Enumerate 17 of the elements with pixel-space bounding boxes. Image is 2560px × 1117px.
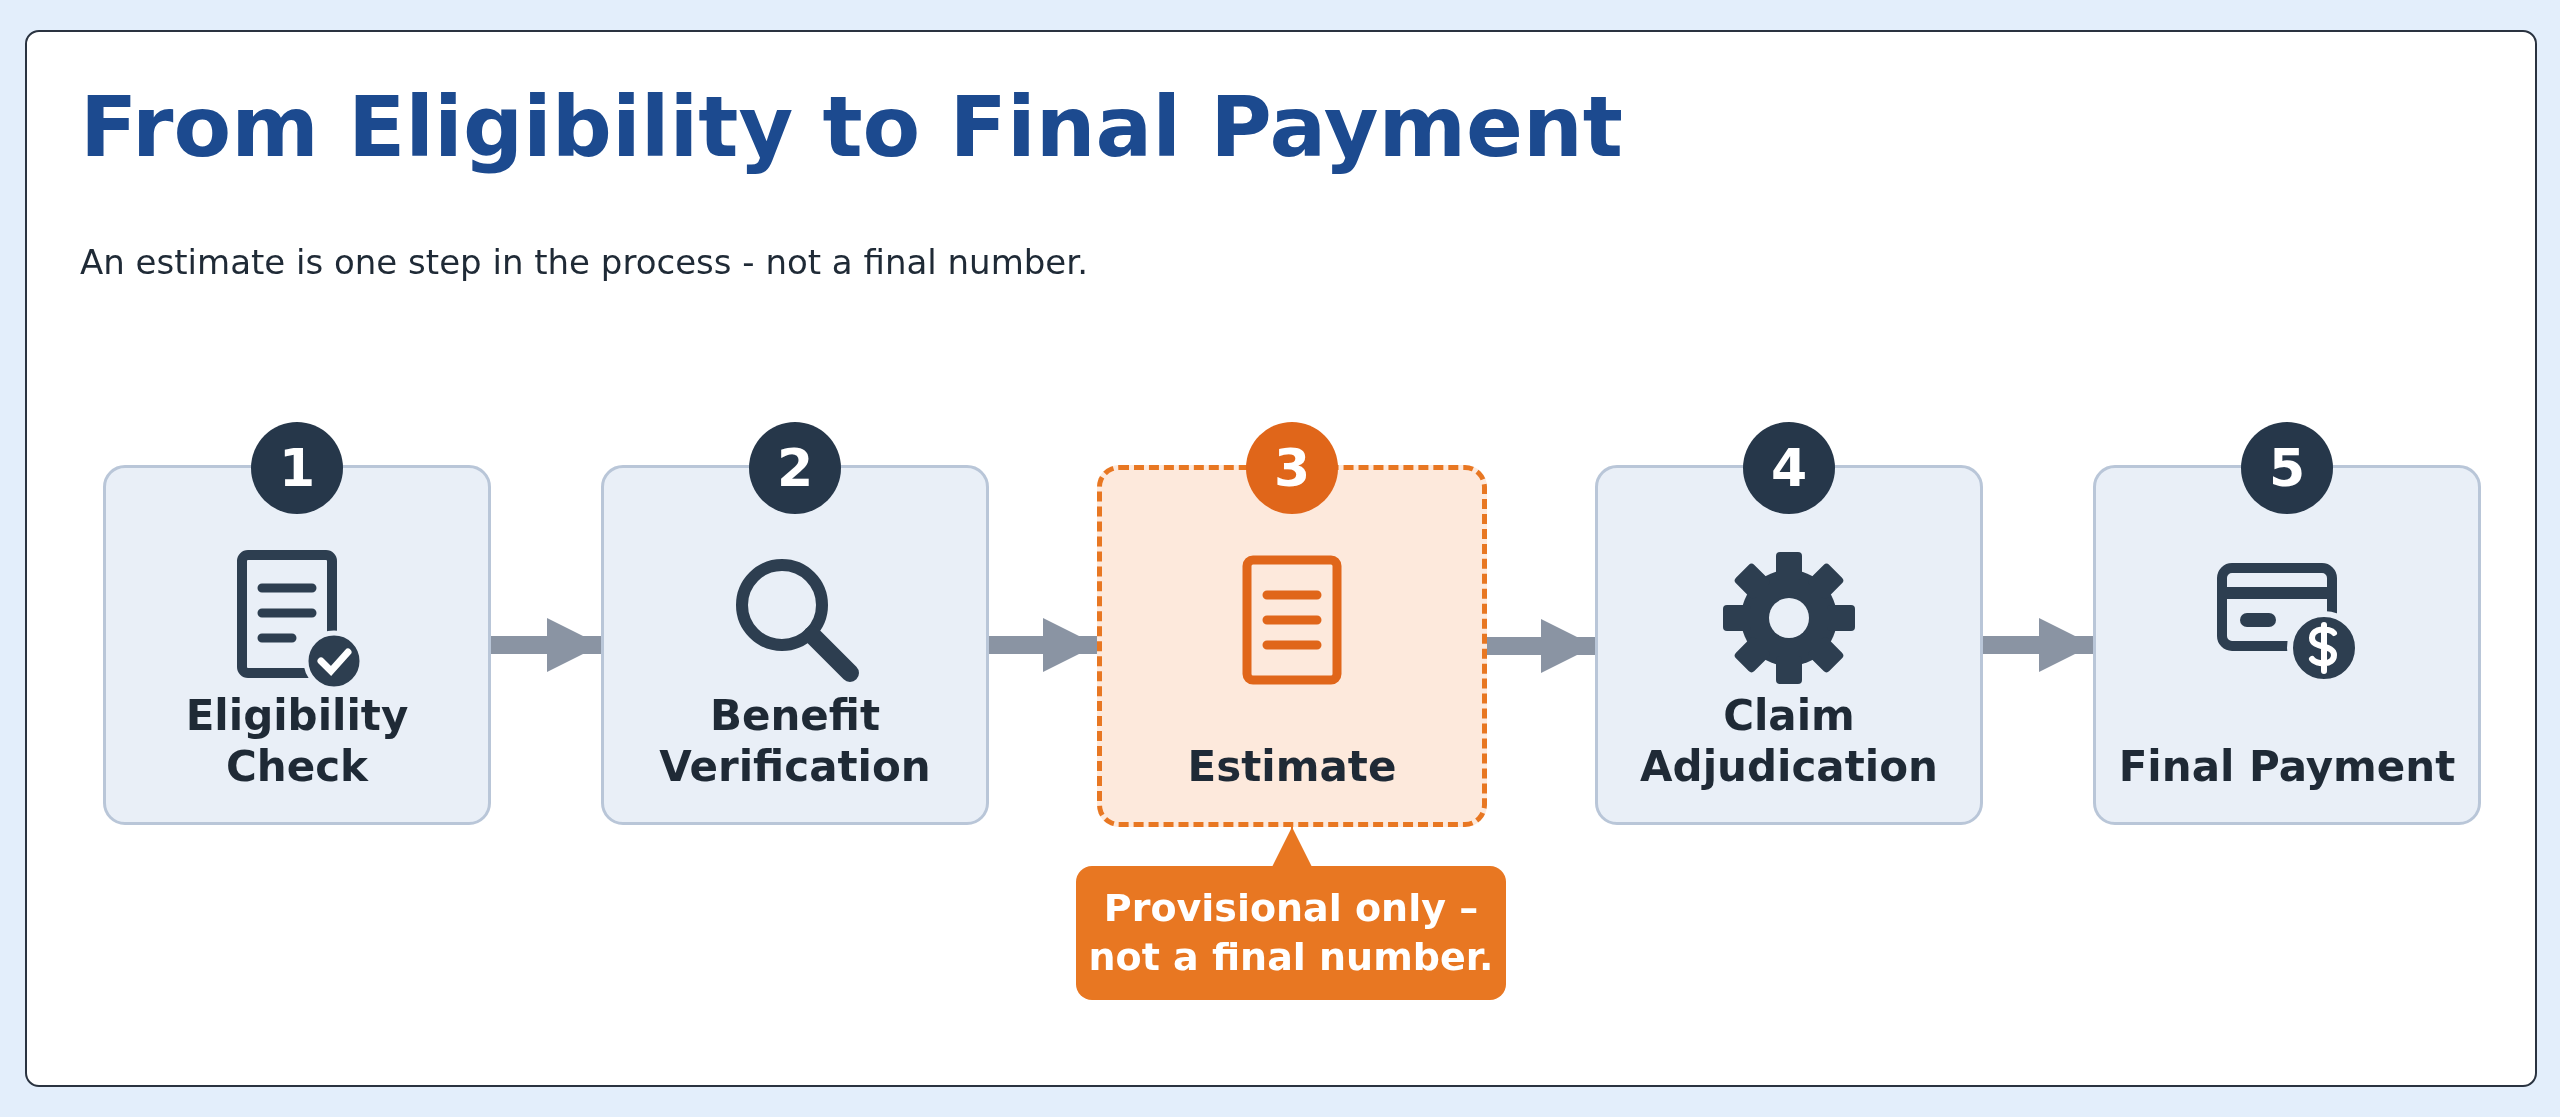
step-label: Claim Adjudication	[1639, 691, 1939, 792]
subtitle: An estimate is one step in the process - not a final number.	[80, 242, 1088, 282]
arrow	[491, 618, 601, 672]
arrow	[1487, 619, 1595, 673]
arrow	[1983, 618, 2093, 672]
number-badge: 2	[749, 422, 841, 514]
number-badge: 4	[1743, 422, 1835, 514]
step-label: Benefit Verification	[658, 691, 932, 792]
callout-box: Provisional only – not a final number.	[1076, 866, 1506, 1000]
arrow	[989, 618, 1097, 672]
number-badge: 5	[2241, 422, 2333, 514]
step-label: Eligibility Check	[184, 691, 410, 792]
number-badge: 1	[251, 422, 343, 514]
step-label: Estimate	[1186, 741, 1398, 792]
title: From Eligibility to Final Payment	[80, 78, 1623, 176]
number-badge: 3	[1246, 422, 1338, 514]
step-label: Final Payment	[2117, 741, 2457, 792]
